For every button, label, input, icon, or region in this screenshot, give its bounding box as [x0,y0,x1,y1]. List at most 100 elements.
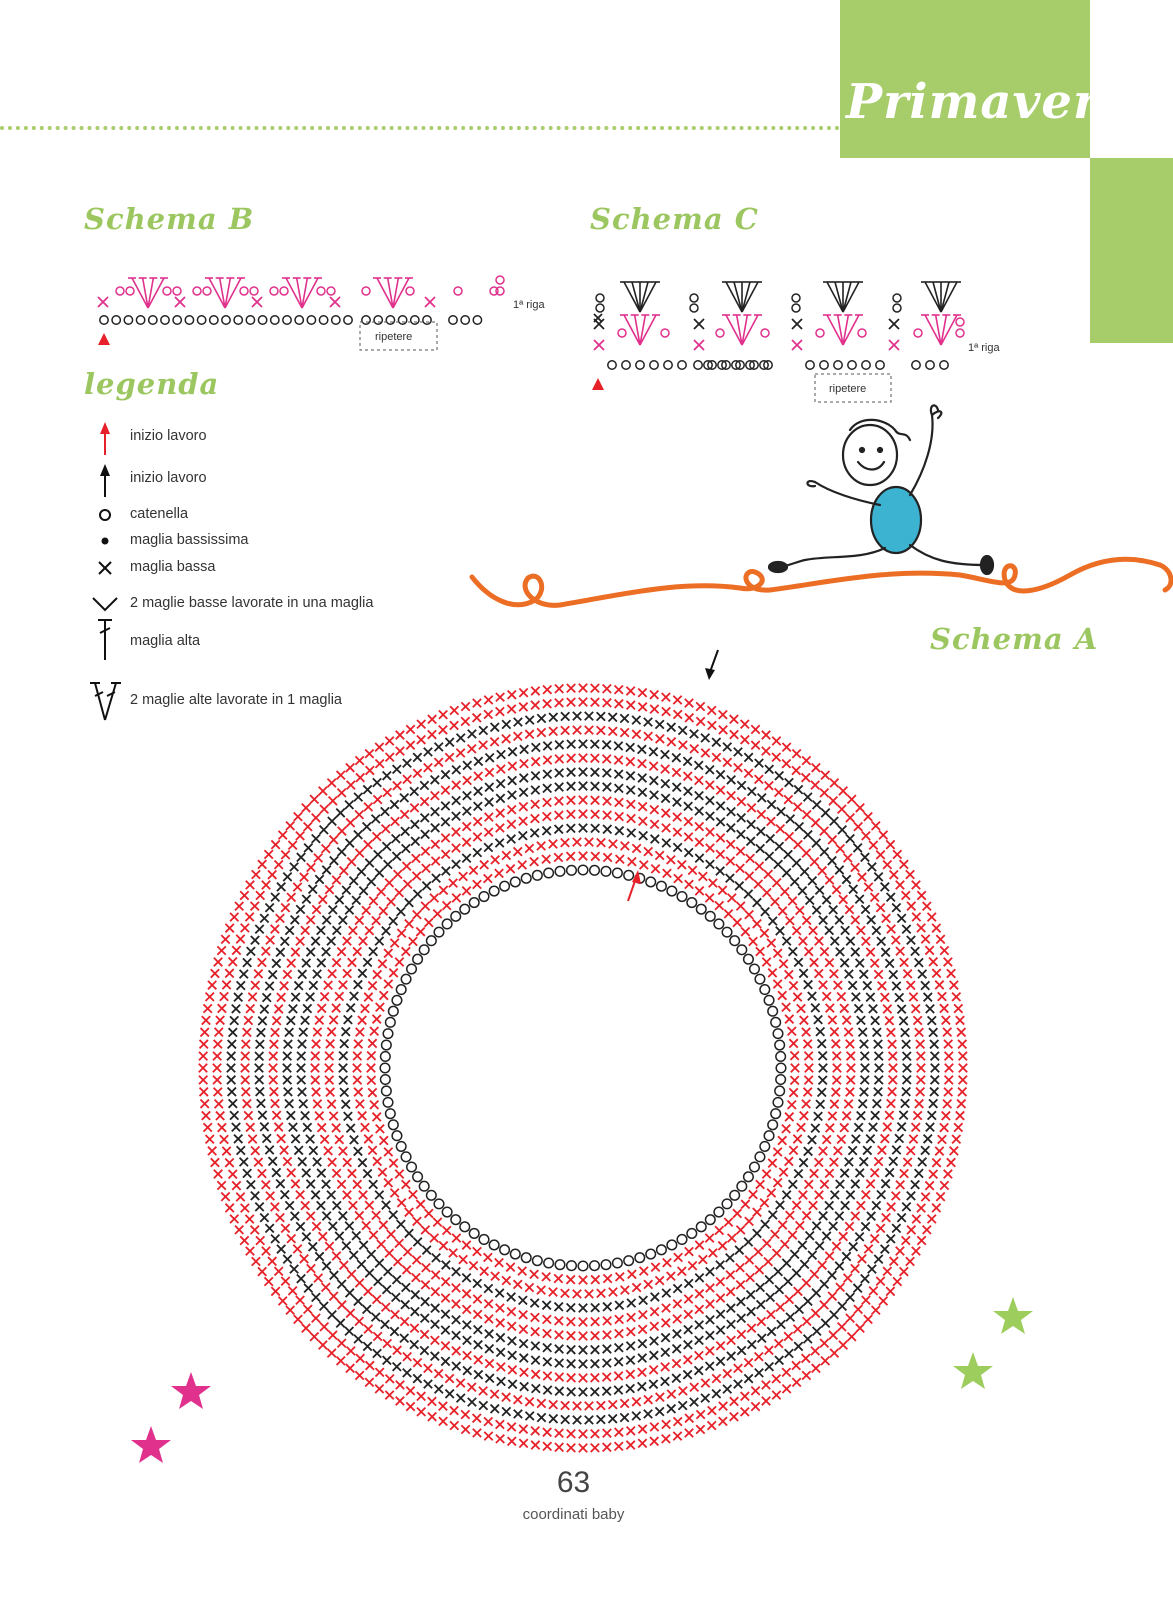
single-crochet-mark [224,923,235,933]
chain-stitch-mark [184,315,195,325]
single-crochet-mark [296,1075,307,1085]
single-crochet-mark [371,1294,382,1305]
single-crochet-mark [764,851,775,862]
single-crochet-mark [882,1122,893,1132]
single-crochet-mark [542,698,552,709]
single-crochet-mark [518,1338,529,1349]
chain-stitch-mark [147,315,158,325]
single-crochet-mark [438,1401,448,1411]
single-crochet-mark [530,756,541,767]
chain-stitch-mark [361,286,371,296]
single-crochet-mark [572,711,582,721]
single-crochet-mark [943,1169,953,1179]
legend-label-increase: 2 maglie basse lavorate in una maglia [130,595,374,611]
chain-stitch-mark [468,897,480,909]
single-crochet-mark [905,1145,916,1156]
single-crochet-mark [395,730,405,740]
single-crochet-mark [862,1145,873,1156]
single-crochet-mark [530,1426,541,1436]
chain-stitch-mark [565,864,578,876]
single-crochet-mark [255,1086,265,1097]
single-crochet-mark [824,925,835,936]
single-crochet-mark [846,794,857,805]
single-crochet-mark [530,1369,541,1380]
single-crochet-mark [827,1111,838,1121]
single-crochet-mark [607,1413,618,1424]
single-crochet-mark [781,1190,792,1200]
single-crochet-mark [421,1262,431,1273]
single-crochet-mark [238,1157,249,1167]
single-crochet-mark [440,785,451,796]
single-crochet-mark [931,923,942,933]
page-number: 63 [556,1466,591,1499]
single-crochet-mark [273,1266,284,1277]
schema-a-start-black-arrow-icon [705,649,719,680]
single-crochet-mark [364,1268,375,1278]
single-crochet-mark [353,1087,364,1097]
single-crochet-mark [261,1133,272,1144]
single-crochet-mark [755,1299,766,1310]
single-crochet-mark [905,980,916,991]
single-crochet-mark [866,1211,876,1221]
chain-stitch-mark [384,1108,396,1120]
single-crochet-mark [369,1026,380,1037]
single-crochet-mark [226,1086,237,1097]
single-crochet-mark [364,1377,375,1388]
single-crochet-mark [735,901,746,911]
single-crochet-mark [366,1063,376,1073]
single-crochet-mark [602,1428,612,1439]
single-crochet-mark [833,980,843,991]
single-crochet-mark [374,758,385,769]
single-crochet-mark [420,1296,430,1307]
single-crochet-mark [649,1350,659,1361]
single-crochet-mark [381,926,391,936]
single-crochet-mark [722,1384,733,1394]
single-crochet-mark [613,684,624,695]
single-crochet-mark [518,1353,529,1363]
single-crochet-mark [754,758,764,768]
single-crochet-mark [519,758,529,769]
single-crochet-mark [854,958,865,968]
single-crochet-mark [791,318,803,330]
single-crochet-mark [722,742,733,752]
single-crochet-mark [310,1051,321,1061]
single-crochet-mark [804,1230,815,1241]
single-crochet-mark [700,1393,711,1403]
single-crochet-mark [410,836,421,847]
single-crochet-mark [233,1134,244,1144]
single-crochet-mark [756,1316,767,1327]
single-crochet-mark [473,1339,483,1350]
single-crochet-mark [462,1335,472,1346]
single-crochet-mark [860,1063,870,1073]
single-crochet-mark [295,1221,306,1232]
chain-stitch-mark [111,315,122,325]
single-crochet-mark [781,742,792,752]
single-crochet-mark [355,1353,366,1364]
single-crochet-mark [268,1051,279,1061]
single-crochet-mark [518,1310,528,1320]
single-crochet-mark [756,792,767,803]
single-crochet-mark [507,1350,517,1361]
single-crochet-mark [339,1087,350,1098]
single-crochet-mark [388,916,399,926]
single-crochet-mark [471,1413,482,1424]
single-crochet-mark [468,1260,479,1271]
single-crochet-mark [590,697,600,708]
single-crochet-mark [507,1379,518,1390]
single-crochet-mark [953,1003,964,1014]
single-crochet-mark [460,1409,471,1420]
single-crochet-mark [868,1122,878,1133]
single-crochet-mark [336,1279,347,1290]
single-crochet-mark [328,834,339,845]
single-crochet-mark [394,1238,405,1249]
single-crochet-mark [593,339,605,351]
single-crochet-mark [239,1235,250,1246]
single-crochet-mark [271,1110,282,1121]
single-crochet-mark [293,980,304,991]
single-crochet-mark [839,958,850,968]
single-crochet-mark [590,683,600,694]
single-crochet-mark [917,969,928,979]
single-crochet-mark [602,1344,612,1354]
single-crochet-mark [671,1343,682,1354]
single-crochet-mark [371,831,382,842]
